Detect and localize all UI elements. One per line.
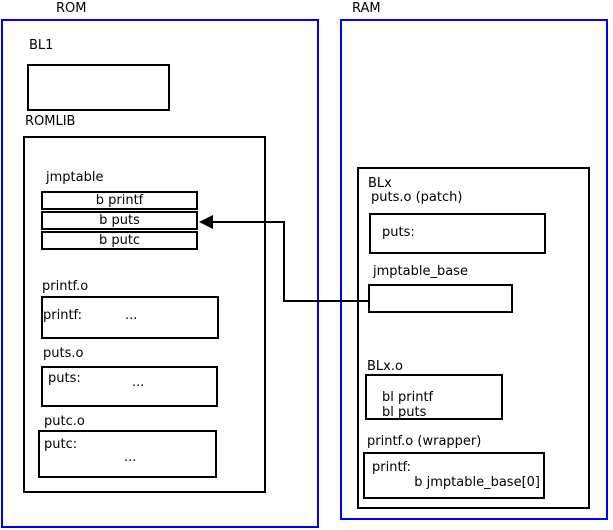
- puts-patch-box: puts:: [369, 213, 546, 254]
- blx-o-label: BLx.o: [367, 359, 403, 374]
- printf-symbol: printf:: [43, 308, 83, 323]
- printf-wrapper-label: printf.o (wrapper): [367, 434, 482, 449]
- blx-o-line-printf: bl printf: [382, 390, 434, 405]
- puts-patch-symbol: puts:: [382, 225, 415, 240]
- bl1-label: BL1: [29, 38, 54, 53]
- jmptable-row-printf: b printf: [41, 191, 198, 210]
- putc-symbol: putc:: [44, 437, 78, 452]
- jmptable-row-puts: b puts: [41, 211, 198, 230]
- jmptable-base-box: [368, 284, 513, 313]
- putc-body-ellipsis: ...: [124, 450, 137, 465]
- puts-symbol: puts:: [48, 371, 81, 386]
- putc-o-box: putc: ...: [38, 430, 217, 478]
- putc-o-label: putc.o: [44, 414, 85, 429]
- jmptable-rows: b printf b puts b putc: [41, 191, 198, 251]
- puts-body-ellipsis: ...: [132, 375, 145, 390]
- blx-o-box: bl printf bl puts: [365, 374, 503, 420]
- puts-o-box: puts: ...: [41, 366, 218, 407]
- bl1-box: [27, 64, 170, 111]
- jmptable-label: jmptable: [46, 170, 104, 185]
- jmptable-base-label: jmptable_base: [373, 264, 468, 279]
- ram-title: RAM: [352, 1, 381, 16]
- printf-wrapper-box: printf: b jmptable_base[0]: [363, 452, 545, 499]
- printf-o-label: printf.o: [42, 279, 89, 294]
- printf-body-ellipsis: ...: [125, 308, 138, 323]
- romlib-label: ROMLIB: [25, 114, 76, 129]
- blx-o-code: bl printf bl puts: [382, 390, 433, 420]
- printf-wrapper-branch: b jmptable_base[0]: [414, 475, 540, 490]
- blx-label: BLx: [368, 176, 392, 191]
- blx-o-line-puts: bl puts: [382, 405, 427, 420]
- printf-o-box: printf: ...: [41, 296, 219, 339]
- printf-wrapper-symbol: printf:: [372, 460, 412, 475]
- puts-patch-label: puts.o (patch): [371, 190, 463, 205]
- puts-o-label: puts.o: [43, 346, 84, 361]
- jmptable-row-putc: b putc: [41, 231, 198, 250]
- rom-title: ROM: [56, 1, 87, 16]
